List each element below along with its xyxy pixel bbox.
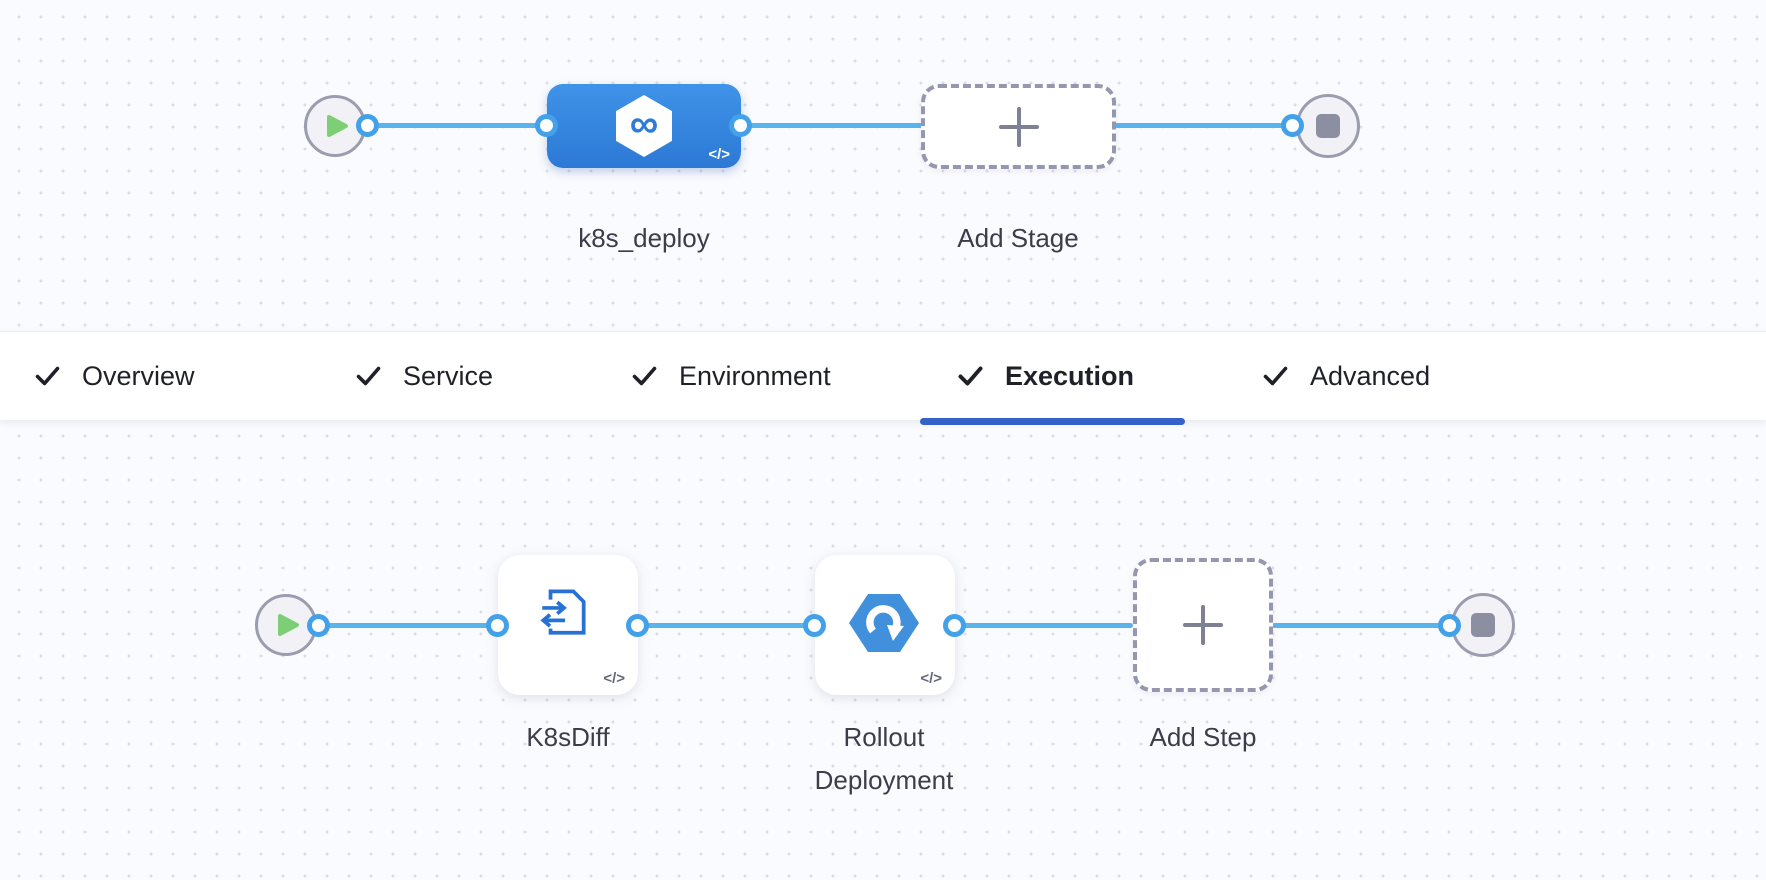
connector-port[interactable] — [1438, 614, 1461, 637]
play-icon — [277, 613, 301, 637]
edge — [335, 123, 547, 128]
step-node-rollout-deployment[interactable]: </> — [815, 555, 955, 695]
active-tab-indicator — [920, 418, 1185, 425]
infinity-logo-icon: ∞ — [629, 102, 659, 146]
stage-node-k8s-deploy[interactable]: ∞ </> — [547, 84, 741, 168]
tab-label: Environment — [679, 360, 831, 391]
check-icon — [34, 364, 61, 388]
stop-icon — [1316, 114, 1340, 138]
edge — [286, 623, 498, 628]
stage-canvas[interactable]: ∞ </> k8s_deploy Add Stage — [0, 0, 1766, 331]
tab-environment[interactable]: Environment — [631, 332, 831, 420]
connector-port[interactable] — [803, 614, 826, 637]
connector-port[interactable] — [626, 614, 649, 637]
connector-port[interactable] — [729, 114, 752, 137]
tab-overview[interactable]: Overview — [34, 332, 195, 420]
edge — [741, 123, 923, 128]
yaml-code-badge: </> — [708, 146, 730, 163]
connector-port[interactable] — [943, 614, 966, 637]
check-icon — [957, 364, 984, 388]
tab-execution[interactable]: Execution — [957, 332, 1134, 420]
tab-service[interactable]: Service — [355, 332, 493, 420]
connector-port[interactable] — [486, 614, 509, 637]
rollout-deployment-step-icon — [846, 590, 922, 661]
connector-port[interactable] — [535, 114, 558, 137]
yaml-code-badge: </> — [603, 670, 625, 687]
connector-port[interactable] — [356, 114, 379, 137]
pipeline-start-node — [304, 95, 366, 157]
connector-port[interactable] — [307, 614, 330, 637]
tab-label: Overview — [82, 360, 195, 391]
step-name-label: Rollout Deployment — [814, 722, 954, 795]
play-icon — [326, 114, 350, 138]
edge — [955, 623, 1133, 628]
add-stage-label: Add Stage — [957, 223, 1079, 253]
harness-cd-stage-icon: ∞ — [616, 95, 672, 157]
step-node-k8sdiff[interactable]: </> — [498, 555, 638, 695]
check-icon — [631, 364, 658, 388]
plus-icon — [1183, 605, 1223, 645]
check-icon — [355, 364, 382, 388]
tab-label: Execution — [1005, 360, 1135, 391]
check-icon — [1262, 364, 1289, 388]
k8s-diff-step-icon — [535, 581, 593, 644]
edge — [638, 623, 815, 628]
connector-port[interactable] — [1281, 114, 1304, 137]
tab-label: Service — [403, 360, 494, 391]
add-stage-button[interactable] — [921, 84, 1116, 169]
edge — [1114, 123, 1296, 128]
add-step-label: Add Step — [1149, 722, 1257, 752]
stop-icon — [1471, 613, 1495, 637]
step-name-label: K8sDiff — [526, 722, 610, 752]
tab-label: Advanced — [1310, 360, 1431, 391]
plus-icon — [998, 106, 1039, 147]
tab-advanced[interactable]: Advanced — [1262, 332, 1430, 420]
stage-config-tabbar: Overview Service Environment Execution A… — [0, 331, 1766, 420]
edge — [1272, 623, 1452, 628]
stage-name-label: k8s_deploy — [578, 223, 710, 253]
add-step-button[interactable] — [1133, 558, 1273, 692]
yaml-code-badge: </> — [920, 670, 942, 687]
pipeline-end-node — [1296, 94, 1360, 158]
